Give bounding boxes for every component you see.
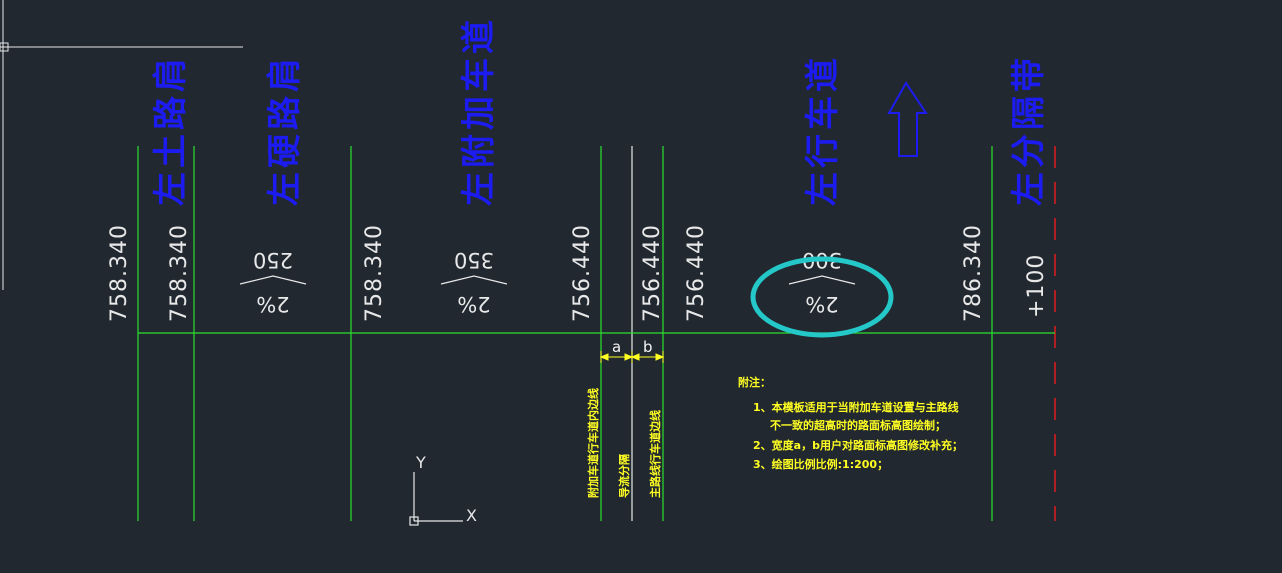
slope-label: 2% [256,292,289,316]
lane-label: 左附加车道 [459,16,499,206]
slope-marker-icon [788,275,856,285]
lane-width-label: 250 [253,248,293,272]
slope-marker-icon [239,275,307,285]
ucs-y-label: Y [415,453,426,472]
note-item: 2、宽度a，b用户对路面标高图修改补充； [753,438,963,452]
lane-width-label: 350 [454,248,494,272]
note-item: 3、绘图比例比例:1:200； [753,457,888,471]
lane-label: 左土路肩 [151,54,191,206]
dimension-label-b: b [643,338,653,356]
elevation-label: +100 [1024,254,1049,318]
elevation-label: 758.340 [107,224,132,322]
lane-label: 左分隔带 [1009,54,1049,206]
elevation-label: 756.440 [640,224,665,322]
line-annotation: 主路线行车道边线 [648,410,662,498]
note-item: 1、本模板适用于当附加车道设置与主路线 [753,400,959,414]
crosshair-cursor-icon [0,0,243,290]
elevation-label: 758.340 [362,224,387,322]
slope-group: 250 2% [239,248,307,316]
ucs-icon [409,472,463,526]
slope-label: 2% [457,292,490,316]
line-annotation: 导流分隔 [617,454,631,498]
notes-block: 附注： 1、本模板适用于当附加车道设置与主路线 不一致的超高时的路面标高图绘制；… [738,375,963,471]
dimension-label-a: a [612,338,621,356]
lane-label: 左硬路肩 [265,54,305,206]
slope-marker-icon [440,275,508,285]
direction-arrow-icon [887,81,928,157]
highlight-ellipse [750,256,894,338]
slope-label: 2% [805,292,838,316]
elevation-label: 758.340 [167,224,192,322]
lane-label: 左行车道 [803,54,843,206]
notes-title: 附注： [738,375,771,389]
ucs-x-label: X [466,506,477,525]
line-annotation: 附加车道行车道内边线 [586,388,600,498]
elevation-label: 756.440 [684,224,709,322]
note-item: 不一致的超高时的路面标高图绘制； [770,418,946,432]
elevation-label: 786.340 [961,224,986,322]
dimension-lines [599,351,665,363]
elevation-label: 756.440 [570,224,595,322]
slope-group: 350 2% [440,248,508,316]
